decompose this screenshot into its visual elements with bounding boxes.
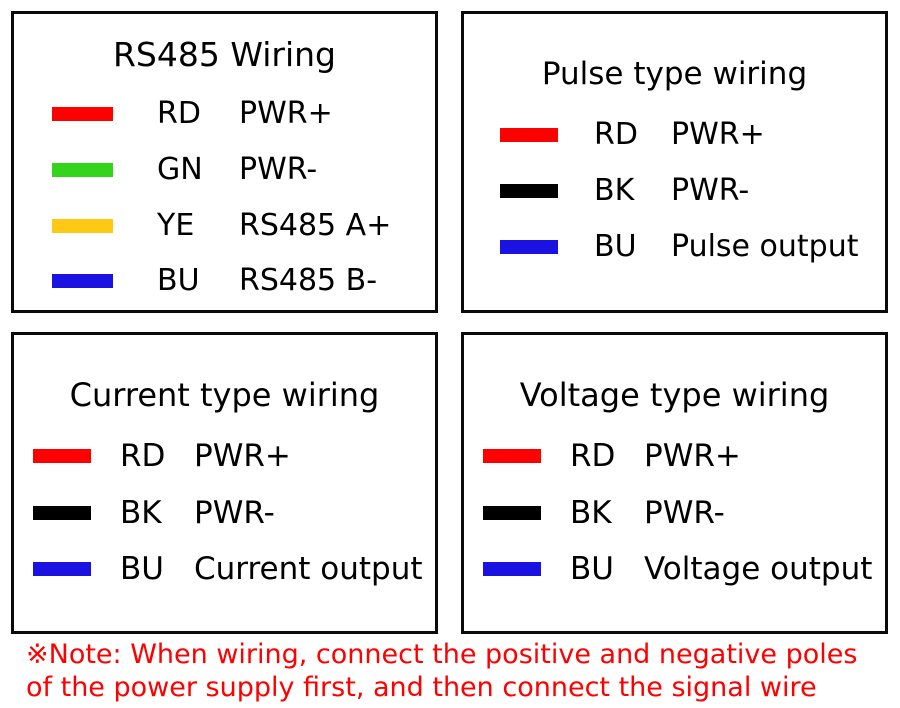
panel-title-pulse: Pulse type wiring	[541, 56, 808, 92]
wire-code-label: BU	[120, 550, 164, 587]
wire-function-label: Current output	[194, 550, 423, 587]
wire-color-swatch-red	[483, 449, 541, 463]
wire-function-label: RS485 B-	[239, 263, 378, 298]
wire-function-label: PWR+	[194, 437, 291, 474]
wire-function-label: PWR-	[671, 173, 750, 208]
wire-color-swatch-blue	[52, 274, 113, 288]
wire-function-label: PWR+	[644, 437, 741, 474]
wiring-row: YE RS485 A+	[14, 206, 435, 246]
panel-current-type-wiring: Current type wiring RD PWR+ BK PWR- BU C…	[11, 332, 438, 634]
wire-code-label: BU	[157, 263, 200, 298]
wire-function-label: PWR-	[194, 494, 275, 531]
wire-color-swatch-blue	[483, 562, 541, 576]
panel-voltage-type-wiring: Voltage type wiring RD PWR+ BK PWR- BU V…	[461, 332, 888, 634]
wire-function-label: Voltage output	[644, 550, 873, 587]
wire-code-label: BU	[594, 229, 637, 264]
wiring-row: RD PWR+	[464, 436, 885, 476]
wire-color-swatch-blue	[500, 240, 558, 254]
wire-color-swatch-red	[33, 449, 91, 463]
wire-code-label: GN	[157, 152, 203, 187]
wire-code-label: RD	[157, 96, 201, 131]
wiring-row: BK PWR-	[464, 493, 885, 533]
panel-pulse-type-wiring: Pulse type wiring RD PWR+ BK PWR- BU Pul…	[461, 11, 888, 313]
wire-color-swatch-red	[52, 107, 113, 121]
wire-color-swatch-green	[52, 163, 113, 177]
wire-code-label: BK	[594, 173, 635, 208]
wiring-row: BU Current output	[14, 549, 435, 589]
wire-function-label: PWR-	[644, 494, 725, 531]
wiring-row: GN PWR-	[14, 150, 435, 190]
wire-code-label: BK	[120, 494, 162, 531]
wiring-row: BU Pulse output	[464, 227, 885, 267]
wire-code-label: RD	[120, 437, 166, 474]
wire-color-swatch-yellow	[52, 219, 113, 233]
wire-code-label: RD	[594, 117, 638, 152]
wiring-row: BK PWR-	[14, 493, 435, 533]
wiring-row: RD PWR+	[14, 94, 435, 134]
wiring-row: BU RS485 B-	[14, 261, 435, 301]
panel-title-voltage: Voltage type wiring	[519, 376, 830, 414]
wiring-note-line-1: ※Note: When wiring, connect the positive…	[26, 639, 858, 670]
wire-color-swatch-red	[500, 128, 558, 142]
wiring-row: BU Voltage output	[464, 549, 885, 589]
wire-code-label: BK	[570, 494, 612, 531]
wiring-row: RD PWR+	[464, 115, 885, 155]
wire-color-swatch-black	[33, 506, 91, 520]
wire-code-label: RD	[570, 437, 616, 474]
wire-function-label: PWR-	[239, 152, 318, 187]
wire-code-label: BU	[570, 550, 614, 587]
wire-function-label: PWR+	[239, 96, 333, 131]
wire-color-swatch-black	[483, 506, 541, 520]
wiring-row: BK PWR-	[464, 171, 885, 211]
wiring-note: ※Note: When wiring, connect the positive…	[26, 638, 886, 704]
wire-function-label: Pulse output	[671, 229, 859, 264]
wire-code-label: YE	[157, 208, 195, 243]
wire-function-label: PWR+	[671, 117, 765, 152]
wiring-row: RD PWR+	[14, 436, 435, 476]
wire-color-swatch-black	[500, 184, 558, 198]
wire-color-swatch-blue	[33, 562, 91, 576]
panel-title-rs485: RS485 Wiring	[112, 35, 337, 74]
wiring-note-line-2: of the power supply first, and then conn…	[26, 672, 817, 703]
panel-title-current: Current type wiring	[69, 376, 380, 414]
panel-rs485-wiring: RS485 Wiring RD PWR+ GN PWR- YE RS485 A+…	[11, 11, 438, 313]
wire-function-label: RS485 A+	[239, 208, 392, 243]
